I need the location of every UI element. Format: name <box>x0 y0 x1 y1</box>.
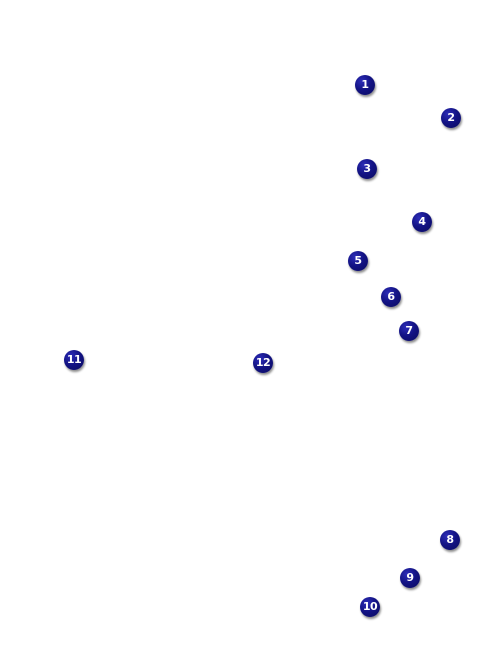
marker-3[interactable]: 3 <box>357 159 377 179</box>
marker-6[interactable]: 6 <box>381 287 401 307</box>
marker-9[interactable]: 9 <box>400 568 420 588</box>
marker-7[interactable]: 7 <box>399 321 419 341</box>
marker-10[interactable]: 10 <box>360 597 380 617</box>
marker-1[interactable]: 1 <box>355 75 375 95</box>
marker-8[interactable]: 8 <box>440 530 460 550</box>
marker-12[interactable]: 12 <box>253 353 273 373</box>
marker-4[interactable]: 4 <box>412 212 432 232</box>
marker-11[interactable]: 11 <box>64 350 84 370</box>
marker-2[interactable]: 2 <box>441 108 461 128</box>
marker-5[interactable]: 5 <box>348 251 368 271</box>
